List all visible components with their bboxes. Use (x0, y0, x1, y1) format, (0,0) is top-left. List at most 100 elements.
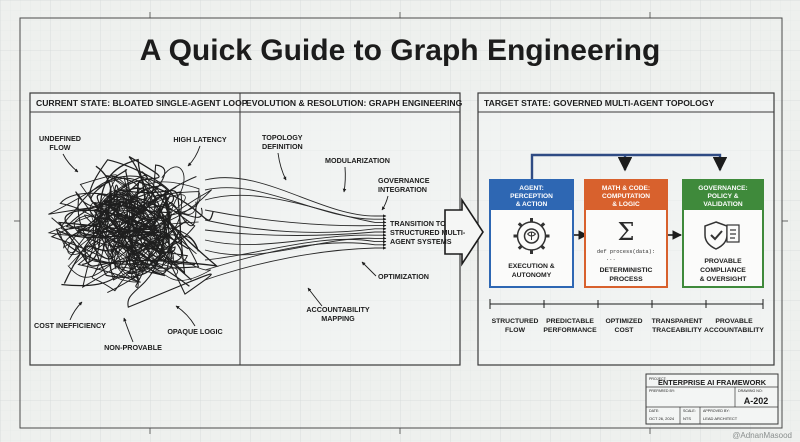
scribble-stroke (57, 158, 219, 267)
governance-title-2: POLICY & (707, 193, 738, 200)
stream-line (204, 209, 387, 228)
scribble-stroke (55, 189, 180, 275)
math-code-2: ... (606, 256, 616, 262)
label-topology-2: DEFINITION (262, 142, 303, 151)
label-high-latency: HIGH LATENCY (173, 135, 227, 144)
stream-line (204, 229, 387, 236)
converging-streams (204, 177, 387, 281)
transition-arrow (444, 197, 484, 267)
label-opaque-logic: OPAQUE LOGIC (167, 327, 222, 336)
label-non-provable: NON-PROVABLE (104, 343, 162, 352)
label-accountability-2: MAPPING (321, 314, 355, 323)
scribble-stroke (48, 177, 197, 282)
feedback-connectors (530, 153, 728, 180)
scribble-stroke (68, 156, 214, 255)
title-block-approved: LEAD ARCHITECT (703, 416, 738, 421)
title-block-date: OCT 26, 2024 (649, 416, 675, 421)
governance-title-1: GOVERNANCE: (698, 185, 747, 192)
title-block-drawing-label: DRAWING NO: (738, 389, 763, 393)
label-undefined-flow: UNDEFINED (39, 134, 81, 143)
agent-node: AGENT: PERCEPTION & ACTION EXECUTION & A… (489, 179, 574, 288)
agent-caption-2: AUTONOMY (512, 272, 552, 279)
title-block-drawing-no: A-202 (744, 396, 769, 406)
label-transition: TRANSITION TO (390, 219, 446, 228)
benefit-3-line-1: OPTIMIZED (605, 318, 642, 325)
title-block: PROJECT: ENTERPRISE AI FRAMEWORK PREPARE… (645, 373, 779, 425)
stream-line (204, 238, 387, 261)
benefits-row: STRUCTURED FLOW PREDICTABLE PERFORMANCE … (492, 318, 765, 334)
math-caption-1: DETERMINISTIC (600, 267, 653, 274)
stream-line (204, 219, 387, 233)
stream-line (204, 187, 387, 221)
label-undefined-flow-2: FLOW (49, 143, 70, 152)
governance-caption-2: COMPLIANCE (700, 267, 746, 274)
current-state-header: CURRENT STATE: BLOATED SINGLE-AGENT LOOP (36, 98, 248, 108)
stream-line (204, 177, 387, 218)
label-transition-2: STRUCTURED MULTI- (390, 228, 466, 237)
benefit-2-line-2: PERFORMANCE (543, 327, 597, 334)
watermark: @AdnanMasood (732, 431, 792, 440)
target-state-header: TARGET STATE: GOVERNED MULTI-AGENT TOPOL… (484, 98, 715, 108)
label-accountability: ACCOUNTABILITY (306, 305, 370, 314)
scribble-stroke (59, 192, 203, 281)
title-block-project: ENTERPRISE AI FRAMEWORK (658, 378, 767, 387)
outer-frame (19, 17, 783, 429)
title-block-prepared-label: PREPARED BY: (649, 389, 675, 393)
scribble-stroke (47, 170, 200, 283)
stream-line (204, 233, 387, 245)
document-icon (726, 224, 740, 243)
math-title-3: & LOGIC (612, 201, 640, 208)
label-governance: GOVERNANCE (378, 176, 430, 185)
math-code-1: def process(data): (597, 249, 655, 255)
stream-line (204, 236, 387, 256)
label-modularization: MODULARIZATION (325, 156, 390, 165)
label-cost-inefficiency: COST INEFFICIENCY (34, 321, 106, 330)
benefits-dimension-line (489, 299, 764, 309)
current-state-labels: UNDEFINED FLOW HIGH LATENCY COST INEFFIC… (34, 134, 227, 352)
agent-title-1: AGENT: (519, 185, 544, 192)
sigma-icon: Σ (618, 218, 635, 246)
benefit-2-line-1: PREDICTABLE (546, 318, 594, 325)
label-governance-2: INTEGRATION (378, 185, 427, 194)
governance-title-3: VALIDATION (703, 201, 743, 208)
label-optimization: OPTIMIZATION (378, 272, 429, 281)
benefit-3-line-2: COST (615, 327, 635, 334)
title-block-date-label: DATE: (649, 409, 659, 413)
label-topology: TOPOLOGY (262, 133, 303, 142)
governance-caption-3: & OVERSIGHT (700, 276, 748, 283)
benefit-4-line-1: TRANSPARENT (652, 318, 704, 325)
frame-ticks (14, 12, 788, 434)
benefit-4-line-2: TRACEABILITY (652, 327, 702, 334)
stream-line (204, 194, 387, 225)
governance-node: GOVERNANCE: POLICY & VALIDATION PROVABLE… (682, 179, 764, 288)
label-transition-3: AGENT SYSTEMS (390, 237, 452, 246)
agent-caption-1: EXECUTION & (508, 263, 555, 270)
agent-title-3: & ACTION (516, 201, 548, 208)
page-title: A Quick Guide to Graph Engineering (140, 34, 661, 67)
title-block-project-label: PROJECT: (649, 377, 667, 381)
title-block-scale-label: SCALE: (683, 409, 696, 413)
benefit-5-line-1: PROVABLE (715, 318, 753, 325)
governance-header (683, 180, 763, 210)
evolution-labels: TOPOLOGY DEFINITION MODULARIZATION GOVER… (262, 133, 466, 323)
math-title-1: MATH & CODE: (602, 185, 650, 192)
benefit-1-line-2: FLOW (505, 327, 526, 334)
math-header (585, 180, 667, 210)
title-block-approved-label: APPROVED BY: (703, 409, 730, 413)
math-caption-2: PROCESS (609, 276, 643, 283)
benefit-1-line-1: STRUCTURED (492, 318, 539, 325)
stream-line (204, 246, 387, 281)
evolution-header: EVOLUTION & RESOLUTION: GRAPH ENGINEERIN… (246, 98, 463, 108)
math-title-2: COMPUTATION (602, 193, 650, 200)
stream-line (204, 242, 387, 271)
tangled-loop-scribble (47, 156, 219, 308)
title-block-scale: NTS (683, 416, 691, 421)
benefit-5-line-2: ACCOUNTABILITY (704, 327, 764, 334)
governance-caption-1: PROVABLE (704, 258, 742, 265)
scribble-stroke (89, 176, 199, 263)
gear-brain-icon (513, 218, 550, 254)
math-node: MATH & CODE: COMPUTATION & LOGIC Σ def p… (584, 179, 668, 288)
agent-header (490, 180, 573, 210)
